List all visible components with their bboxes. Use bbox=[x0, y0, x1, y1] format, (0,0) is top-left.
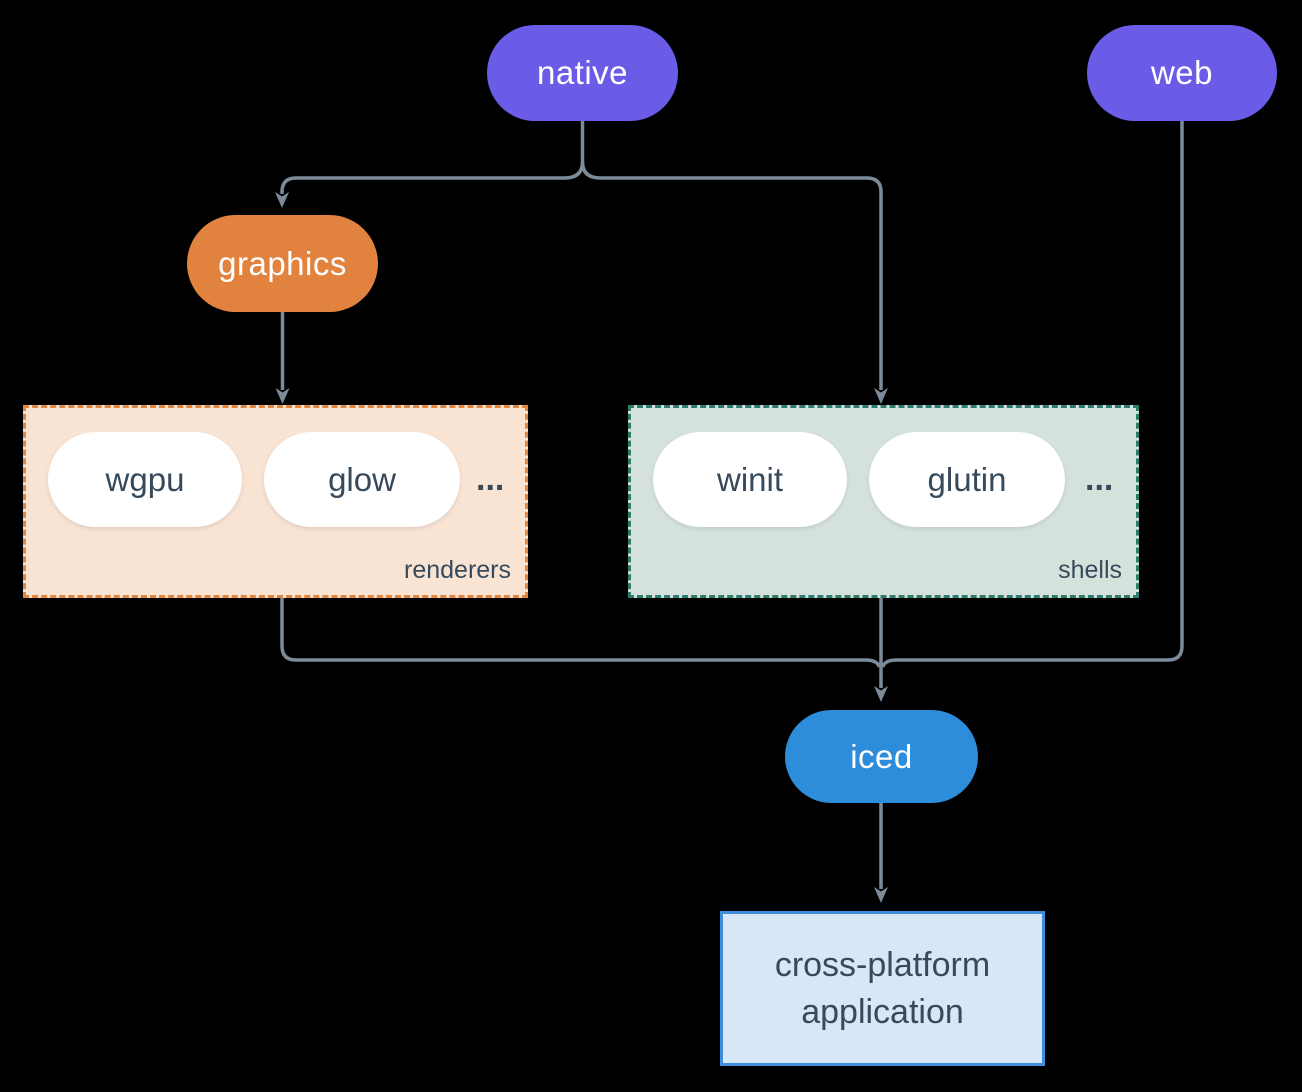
node-graphics: graphics bbox=[187, 215, 378, 312]
node-cross-platform-application: cross-platform application bbox=[720, 911, 1045, 1066]
node-winit: winit bbox=[653, 432, 847, 527]
node-glow-label: glow bbox=[328, 460, 396, 498]
edge-web-to-merge bbox=[880, 120, 1184, 668]
edge-native-to-graphics bbox=[275, 120, 585, 208]
edge-renderers-to-merge bbox=[280, 598, 882, 668]
application-label-line-2: application bbox=[801, 992, 964, 1031]
node-graphics-label: graphics bbox=[218, 244, 347, 282]
node-web-label: web bbox=[1150, 54, 1214, 91]
group-renderers: wgpu glow ... renderers bbox=[23, 405, 528, 598]
node-wgpu-label: wgpu bbox=[105, 460, 185, 498]
edge-native-to-shells bbox=[580, 161, 888, 404]
node-iced: iced bbox=[785, 710, 978, 803]
renderers-ellipsis: ... bbox=[476, 460, 505, 498]
renderers-group-label: renderers bbox=[404, 556, 511, 584]
node-glow: glow bbox=[264, 432, 460, 527]
node-web: web bbox=[1087, 25, 1277, 121]
node-glutin: glutin bbox=[869, 432, 1065, 527]
group-shells: winit glutin ... shells bbox=[628, 405, 1139, 598]
node-native-label: native bbox=[536, 54, 629, 91]
node-native: native bbox=[487, 25, 678, 121]
node-wgpu: wgpu bbox=[48, 432, 242, 527]
node-winit-label: winit bbox=[716, 460, 784, 498]
application-label-line-1: cross-platform bbox=[774, 945, 991, 984]
node-iced-label: iced bbox=[850, 737, 913, 775]
shells-group-label: shells bbox=[1058, 556, 1122, 584]
shells-ellipsis: ... bbox=[1085, 460, 1114, 498]
node-glutin-label: glutin bbox=[927, 460, 1007, 498]
